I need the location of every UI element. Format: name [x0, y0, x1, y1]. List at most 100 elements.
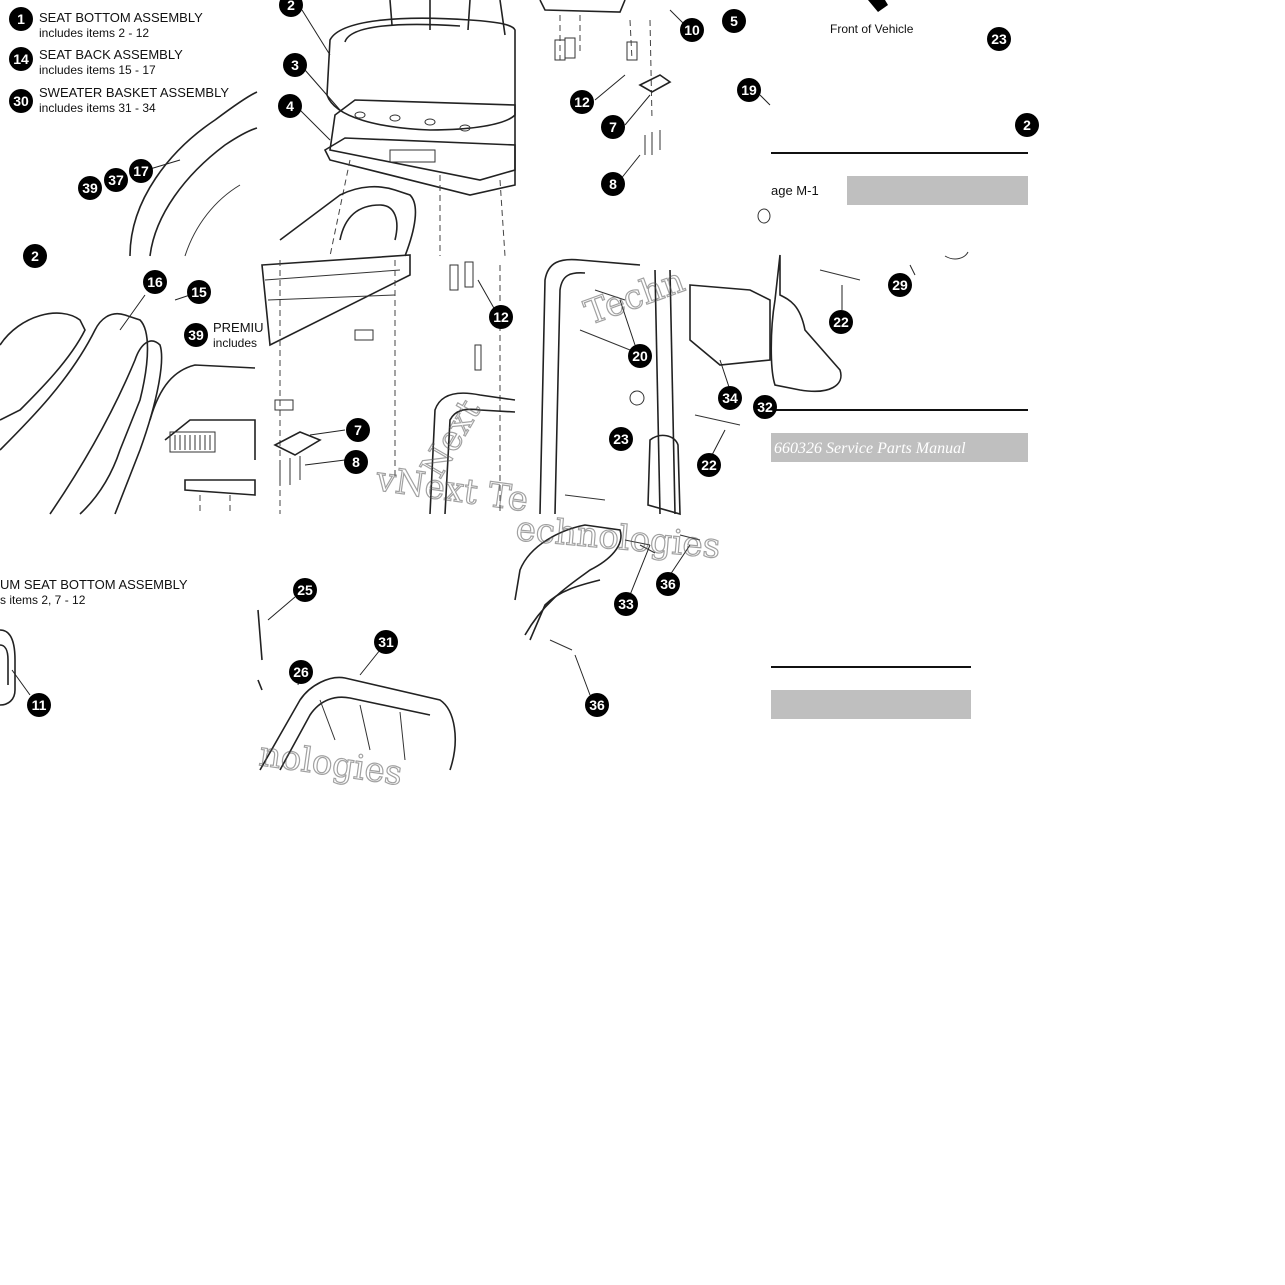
callout-23: 23 — [609, 427, 633, 451]
callout-14 — [9, 47, 33, 71]
callout-37-circle — [104, 168, 128, 192]
watermark-fragment-5: nologies — [257, 734, 405, 794]
callout-31: 31 — [374, 630, 398, 654]
callout-23-circle — [987, 27, 1011, 51]
callout-26-label: 26 — [293, 664, 309, 680]
callout-2: 2 — [279, 0, 303, 17]
legend-seat-back: 14 SEAT BACK ASSEMBLY includes items 15 … — [9, 47, 183, 77]
premium-legend-title-fragment: PREMIU — [213, 320, 264, 335]
callout-33-circle — [614, 592, 638, 616]
callout-7: 7 — [346, 418, 370, 442]
gray-footer-bar — [771, 690, 971, 719]
callout-12-label: 12 — [493, 309, 509, 325]
callout-8: 8 — [344, 450, 368, 474]
callout-29-label: 29 — [892, 277, 908, 293]
callout-7-label: 7 — [609, 119, 617, 135]
callout-11: 11 — [27, 693, 51, 717]
callout-4-circle — [278, 94, 302, 118]
callout-17: 17 — [129, 159, 153, 183]
callout-39-premium-label: 39 — [188, 327, 204, 343]
basket-bottom — [257, 596, 456, 771]
callout-36-label: 36 — [660, 576, 676, 592]
seat-back-middle — [0, 294, 256, 515]
callout-5-label: 5 — [730, 13, 738, 29]
callout-2-circle — [23, 244, 47, 268]
callout-34-circle — [718, 386, 742, 410]
callout-15-label: 15 — [191, 284, 207, 300]
watermark-fragment-3: Next — [413, 393, 489, 485]
callout-2-label: 2 — [287, 0, 295, 13]
callout-15-circle — [187, 280, 211, 304]
callout-20-label: 20 — [632, 348, 648, 364]
legend-seat-back-title: SEAT BACK ASSEMBLY — [39, 47, 183, 62]
callout-37-label: 37 — [108, 172, 124, 188]
callout-20: 20 — [628, 344, 652, 368]
callout-31-circle — [374, 630, 398, 654]
callout-12-label: 12 — [574, 94, 590, 110]
callout-10-label: 10 — [684, 22, 700, 38]
premium-legend-sub-tail: s items 2, 7 - 12 — [0, 593, 86, 607]
hardware-group-top — [539, 0, 771, 181]
callout-29: 29 — [888, 273, 912, 297]
callout-32: 32 — [753, 395, 777, 419]
legend-sweater-basket: 30 SWEATER BASKET ASSEMBLY includes item… — [9, 85, 229, 115]
callout-25-label: 25 — [297, 582, 313, 598]
callout-23: 23 — [987, 27, 1011, 51]
callout-10: 10 — [680, 18, 704, 42]
callout-17-label: 17 — [133, 163, 149, 179]
callout-25-circle — [293, 578, 317, 602]
callout-39-circle — [78, 176, 102, 200]
callout-16-label: 16 — [147, 274, 163, 290]
callout-34-label: 34 — [722, 390, 738, 406]
callout-23-circle — [609, 427, 633, 451]
callout-39: 39 — [78, 176, 102, 200]
callout-36: 36 — [585, 693, 609, 717]
legend-seat-bottom: 1 SEAT BOTTOM ASSEMBLY includes items 2 … — [9, 7, 203, 40]
callout-32-label: 32 — [757, 399, 773, 415]
front-of-vehicle-indicator: Front of Vehicle — [830, 0, 914, 36]
callout-7-label: 7 — [354, 422, 362, 438]
callout-36-circle — [585, 693, 609, 717]
callout-12-circle — [570, 90, 594, 114]
callout-4: 4 — [278, 94, 302, 118]
callout-3: 3 — [283, 53, 307, 77]
callout-36-label: 36 — [589, 697, 605, 713]
legend-seat-bottom-title: SEAT BOTTOM ASSEMBLY — [39, 10, 203, 25]
basket-end-bottom — [514, 524, 701, 696]
callout-8-circle — [344, 450, 368, 474]
callout-3-circle — [283, 53, 307, 77]
callout-33: 33 — [614, 592, 638, 616]
basket-bracket — [539, 254, 916, 516]
callout-14-label: 14 — [13, 51, 29, 67]
callout-2: 2 — [1015, 113, 1039, 137]
callout-12: 12 — [570, 90, 594, 114]
manual-title-bar — [771, 433, 1028, 462]
callout-29-circle — [888, 273, 912, 297]
callout-7-circle — [346, 418, 370, 442]
callout-1-label: 1 — [17, 11, 25, 27]
callout-8: 8 — [601, 172, 625, 196]
callout-7: 7 — [601, 115, 625, 139]
callout-2-label: 2 — [1023, 117, 1031, 133]
callout-8-circle — [601, 172, 625, 196]
callout-2-circle — [1015, 113, 1039, 137]
callout-16: 16 — [143, 270, 167, 294]
callout-16-circle — [143, 270, 167, 294]
callout-37: 37 — [104, 168, 128, 192]
callout-26-circle — [289, 660, 313, 684]
callout-39-premium — [184, 323, 208, 347]
callout-36-circle — [656, 572, 680, 596]
callout-10-circle — [680, 18, 704, 42]
callout-12: 12 — [489, 305, 513, 329]
legend-seat-back-sub: includes items 15 - 17 — [39, 63, 156, 77]
page-reference: age M-1 — [771, 183, 819, 198]
premium-legend-sub-fragment: includes — [213, 336, 257, 350]
callout-34: 34 — [718, 386, 742, 410]
callout-19-circle — [737, 78, 761, 102]
callout-4-label: 4 — [286, 98, 294, 114]
front-arrow-icon — [868, 0, 888, 12]
callout-33-label: 33 — [618, 596, 634, 612]
callout-36: 36 — [656, 572, 680, 596]
callout-15: 15 — [187, 280, 211, 304]
